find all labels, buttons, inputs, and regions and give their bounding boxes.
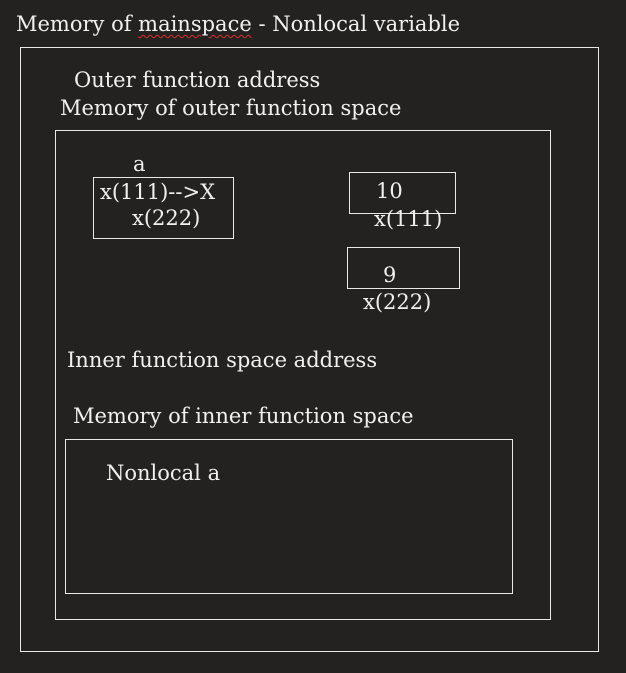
title-misspelled-word: mainspace	[138, 12, 252, 36]
object-10-value: 10	[376, 179, 403, 203]
object-10-address: x(111)	[374, 207, 443, 231]
outer-function-memory-label: Memory of outer function space	[60, 96, 402, 120]
diagram-title: Memory of mainspace - Nonlocal variable	[16, 12, 460, 36]
nonlocal-statement: Nonlocal a	[106, 461, 221, 485]
title-prefix: Memory of	[16, 12, 139, 36]
inner-function-memory-label: Memory of inner function space	[73, 404, 414, 428]
outer-function-address-label: Outer function address	[74, 68, 321, 92]
variable-a-old-reference: x(111)-->X	[100, 180, 216, 204]
object-10-box	[349, 172, 456, 214]
inner-function-address-label: Inner function space address	[67, 348, 378, 372]
variable-a-box	[93, 177, 234, 239]
mainspace-box	[20, 47, 599, 652]
variable-a-new-reference: x(222)	[132, 206, 201, 230]
inner-function-space-box	[65, 439, 513, 594]
object-9-box	[347, 247, 460, 289]
object-9-value: 9	[383, 263, 397, 287]
object-9-address: x(222)	[363, 290, 432, 314]
outer-function-space-box	[55, 130, 551, 620]
variable-name-label: a	[133, 152, 146, 176]
title-suffix: - Nonlocal variable	[251, 12, 461, 36]
